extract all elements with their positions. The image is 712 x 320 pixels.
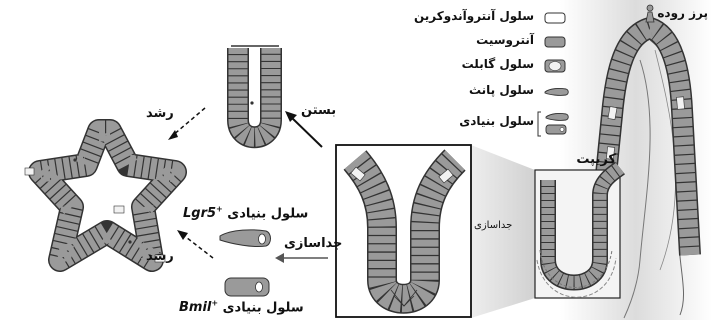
bmi1-stem-cell [225,278,269,296]
bmi1-stem-cell-label: سلول بنیادی Bmil+ [179,299,304,315]
villus-label: پرز روده [657,6,708,20]
bmi1-text: سلول بنیادی [223,300,304,315]
isolation-small-label: جداسازی [474,220,512,231]
lgr5-name: Lgr5 [183,206,216,221]
growth-label-top: رشد [146,106,174,121]
bmi1-marker: Bmil+ [179,300,218,315]
bmi1-sup: + [211,299,218,308]
paneth-cell-icon [545,88,568,95]
lgr5-stem-cell-label: سلول بنیادی Lgr5+ [183,205,308,221]
isolation-label: جداسازی [284,236,342,251]
legend-label-enterocyte: آنتروسیت [476,33,534,47]
crypt-label: کریپت [576,152,616,167]
legend-label-stem: سلول بنیادی [459,114,534,128]
closing-label: بستن [301,103,336,118]
lgr5-sup: + [216,205,223,214]
lgr5-stem-cell [220,230,271,247]
legend-label-goblet: سلول گابلت [462,57,534,71]
closed-crypt [231,46,279,137]
goblet-cell-icon [545,60,565,72]
growth-arrow-bottom [177,230,213,258]
zoom-funnel [471,145,535,318]
legend-label-paneth: سلول پانث [469,83,534,97]
organoid [25,131,175,262]
enteroendocrine-cell-icon [545,13,565,23]
lgr5-marker: Lgr5+ [183,206,223,221]
growth-label-bottom: رشد [146,249,174,264]
legend-label-enteroendocrine: سلول آنتروآندوکرین [414,9,534,23]
enterocyte-icon [545,37,565,47]
bmi1-name: Bmil [179,300,211,315]
lgr5-text: سلول بنیادی [227,206,308,221]
isolation-arrow [275,253,328,263]
